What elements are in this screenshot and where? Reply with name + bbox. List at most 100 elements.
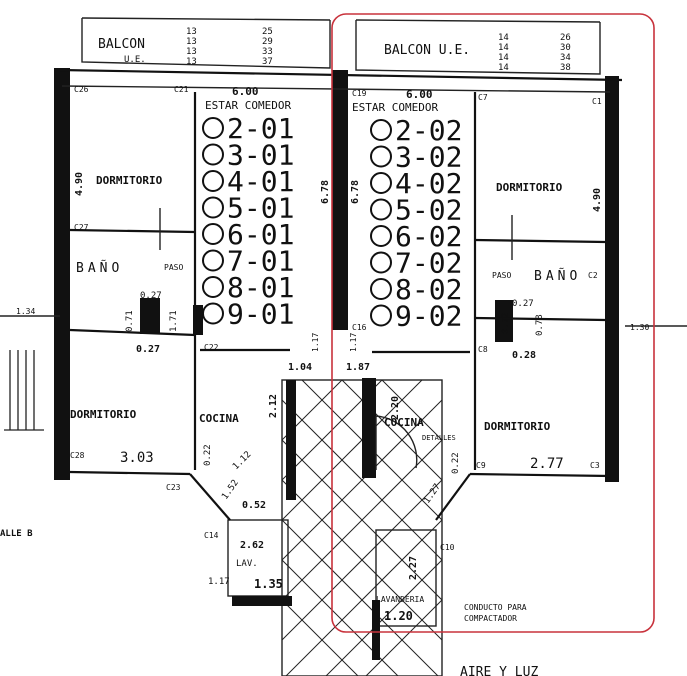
left-dim-2: 1.71 <box>169 310 179 332</box>
left-dim-3: 1.04 <box>288 362 312 373</box>
left-unit-circle <box>202 276 224 298</box>
left-unit-number-circles: 2-013-014-015-016-017-018-019-01 <box>202 112 294 331</box>
right-dim-9: 2.27 <box>408 556 419 580</box>
hall-hatching <box>281 379 443 676</box>
right-dim-7: 1.27 <box>422 482 443 506</box>
col-c7: C7 <box>478 93 488 102</box>
column-c22 <box>193 305 203 335</box>
left-unit-circle <box>202 143 224 166</box>
right-bedroom2-label: DORMITORIO <box>484 420 551 433</box>
right-unit-number: 3-02 <box>395 141 462 174</box>
left-dim-10: 1.35 <box>254 577 283 591</box>
right-bathroom-label: BAÑO <box>534 268 581 284</box>
left-floor-c2-0: 25 <box>262 27 273 37</box>
left-lower-wall <box>232 596 292 606</box>
left-unit-number: 5-01 <box>227 192 294 225</box>
right-exterior-wall <box>605 76 619 482</box>
col-c9: C9 <box>476 461 486 470</box>
left-diagonal-wall <box>189 473 231 521</box>
right-bath-bed-wall <box>474 316 606 322</box>
left-dim-12: 1.34 <box>16 307 35 316</box>
left-unit-labels: BALCON U.E. 13 13 13 13 25 29 33 37 6.00… <box>0 27 331 591</box>
col-c14: C14 <box>204 531 219 540</box>
right-unit-number: 5-02 <box>395 194 462 227</box>
right-balcony-outline <box>355 20 601 75</box>
left-width-dim: 6.00 <box>232 85 259 98</box>
col-c21: C21 <box>174 85 189 94</box>
right-kitchen-label: COCINA <box>384 416 424 429</box>
left-floor-c1-2: 13 <box>186 47 197 57</box>
right-dim-5: 2.20 <box>390 396 401 420</box>
hall-wall-right <box>362 378 376 478</box>
left-floor-c2-1: 29 <box>262 37 273 47</box>
right-bedroom1-label: DORMITORIO <box>496 181 563 194</box>
right-floor-c2-3: 38 <box>560 63 571 73</box>
left-unit-number: 4-01 <box>227 165 294 198</box>
col-c8: C8 <box>478 345 488 354</box>
chute-note-0: CONDUCTO PARA <box>464 603 527 612</box>
left-balcony-label: BALCON <box>98 37 145 52</box>
right-passage-label: PASO <box>492 271 511 280</box>
chute-note-1: COMPACTADOR <box>464 614 517 623</box>
left-floor-c2-3: 37 <box>262 57 273 67</box>
right-unit-number: 2-02 <box>395 114 462 147</box>
laundry-wall <box>372 600 380 660</box>
right-dim-0: 0.27 <box>512 299 534 309</box>
right-unit-circle <box>370 172 392 194</box>
col-c23: C23 <box>166 483 181 492</box>
left-unit-number: 2-01 <box>227 112 294 145</box>
right-balcony-label: BALCON U.E. <box>384 43 470 58</box>
right-floor-c1-3: 14 <box>498 63 509 73</box>
left-bathroom-label: BAÑO <box>76 260 123 276</box>
right-diagonal-wall <box>435 473 471 521</box>
right-unit-circle <box>370 225 392 247</box>
left-dim-11: 1.17 <box>208 577 230 587</box>
front-inner-line <box>61 85 611 93</box>
left-floor-c1-1: 13 <box>186 37 197 47</box>
left-exterior-wall <box>54 68 70 480</box>
left-bedroom1-label: DORMITORIO <box>96 174 163 187</box>
col-c28: C28 <box>70 451 85 460</box>
col-c2: C2 <box>588 271 598 280</box>
left-balcony-sub: U.E. <box>124 55 146 65</box>
left-dim-0: 0.27 <box>140 291 162 301</box>
right-unit-circle <box>370 304 392 327</box>
right-unit-circle <box>370 145 392 168</box>
street-partial: ALLE B <box>0 529 33 539</box>
left-unit-circle <box>202 223 224 245</box>
right-unit-number: 8-02 <box>395 273 462 306</box>
col-c27: C27 <box>74 223 89 232</box>
left-stair-fragment <box>4 350 44 431</box>
right-dim-10: 1.30 <box>630 323 649 332</box>
bottom-partial-label: AIRE Y LUZ <box>460 665 538 676</box>
left-floor-c1-0: 13 <box>186 27 197 37</box>
left-balcony-outline <box>81 18 331 69</box>
left-unit-circle <box>202 196 224 219</box>
right-living-label: ESTAR COMEDOR <box>352 101 438 114</box>
left-floor-c2-2: 33 <box>262 47 273 57</box>
right-floor-c1-2: 14 <box>498 53 509 63</box>
left-bottom-wall <box>69 470 191 476</box>
left-depth-dim: 6.78 <box>320 180 331 204</box>
left-bath-bed-wall <box>69 328 196 337</box>
left-bedroom1-dim: 4.90 <box>74 172 85 196</box>
left-bedroom2-dim: 3.03 <box>120 450 154 466</box>
left-unit-circle <box>202 170 224 192</box>
center-party-wall <box>332 70 348 330</box>
left-kitchen-label: COCINA <box>199 412 239 425</box>
right-bottom-wall <box>469 472 611 478</box>
right-bedroom2-dim: 2.77 <box>530 456 564 472</box>
left-unit-number: 6-01 <box>227 218 294 251</box>
hall-wall-left <box>286 380 296 500</box>
right-unit-number: 6-02 <box>395 220 462 253</box>
right-bed-bath-wall <box>474 238 606 244</box>
right-balcony-rail <box>355 19 601 23</box>
right-kitchen-sub: DETALLES <box>422 434 456 442</box>
right-unit-number: 4-02 <box>395 167 462 200</box>
right-unit-number: 7-02 <box>395 247 462 280</box>
left-dim-4: 1.17 <box>311 333 320 352</box>
right-dim-4: 1.87 <box>346 362 370 373</box>
col-c22: C22 <box>204 343 219 352</box>
right-floor-c2-2: 34 <box>560 53 571 63</box>
